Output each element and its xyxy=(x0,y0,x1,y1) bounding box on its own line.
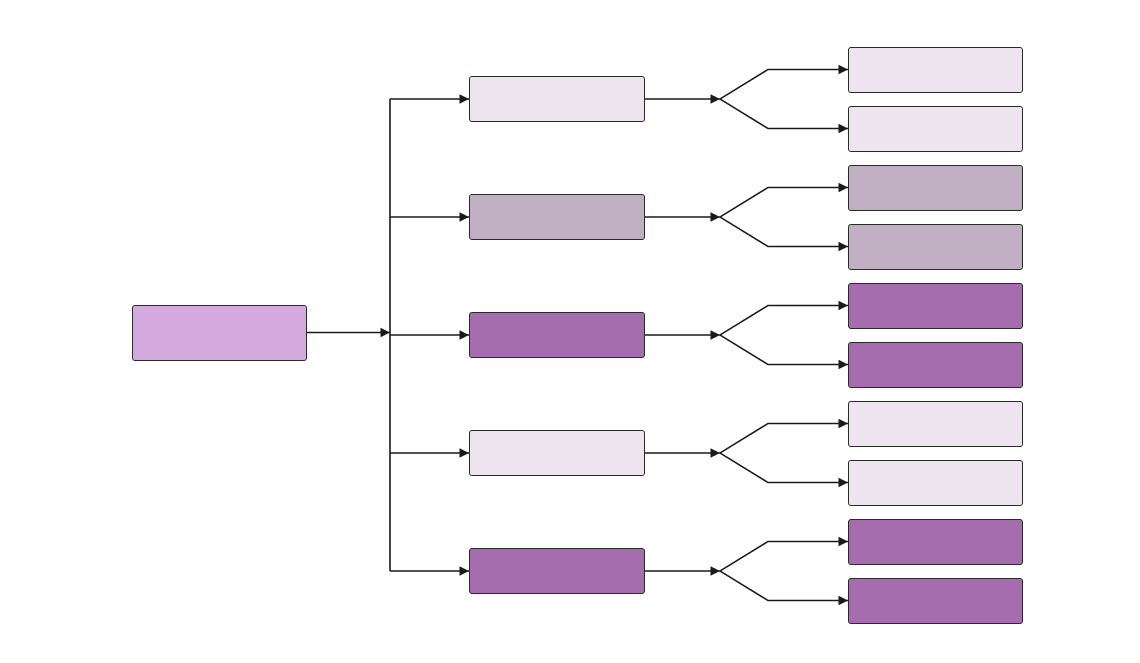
branch-node-3 xyxy=(469,312,645,358)
leaf-connector-3-1 xyxy=(719,300,848,336)
root-node xyxy=(132,305,307,361)
leaf-node-5-2 xyxy=(848,577,1023,624)
leaf-connector-4-1 xyxy=(719,418,848,454)
leaf-node-4-1 xyxy=(848,400,1023,447)
leaf-node-2-1 xyxy=(848,164,1023,211)
leaf-connector-2-2 xyxy=(719,216,848,252)
leaf-node-1-2 xyxy=(848,105,1023,152)
leaf-connector-5-1 xyxy=(719,536,848,572)
leaf-connector-1-2 xyxy=(719,98,848,134)
leaf-connector-1-1 xyxy=(719,64,848,100)
leaf-node-4-2 xyxy=(848,459,1023,506)
leaf-connector-5-2 xyxy=(719,570,848,606)
branch-node-1 xyxy=(469,76,645,122)
leaf-connector-3-2 xyxy=(719,334,848,370)
leaf-connector-2-1 xyxy=(719,182,848,218)
leaf-node-3-2 xyxy=(848,341,1023,388)
branch-node-5 xyxy=(469,548,645,594)
leaf-connector-4-2 xyxy=(719,452,848,488)
branch-node-2 xyxy=(469,194,645,240)
leaf-node-2-2 xyxy=(848,223,1023,270)
branch-node-4 xyxy=(469,430,645,476)
leaf-node-5-1 xyxy=(848,518,1023,565)
leaf-node-3-1 xyxy=(848,282,1023,329)
leaf-node-1-1 xyxy=(848,46,1023,93)
